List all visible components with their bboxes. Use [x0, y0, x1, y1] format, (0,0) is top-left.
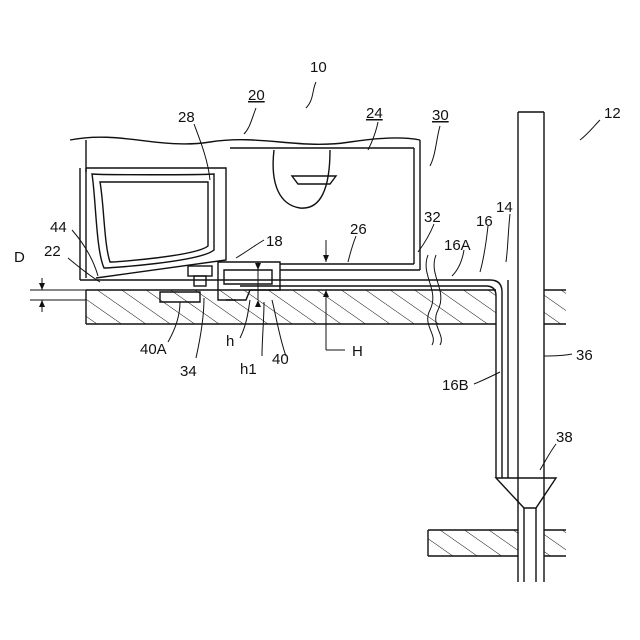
label-38: 38: [556, 429, 573, 446]
label-34: 34: [180, 363, 197, 380]
label-22: 22: [44, 243, 61, 260]
label-36: 36: [576, 347, 593, 364]
label-24: 24: [366, 105, 383, 122]
label-12: 12: [604, 105, 621, 122]
label-big-h: H: [352, 343, 363, 360]
label-14: 14: [496, 199, 513, 216]
label-26: 26: [350, 221, 367, 238]
label-16b: 16B: [442, 377, 469, 394]
lower-floor-slab: [428, 530, 566, 556]
drain-stack: [518, 112, 544, 582]
label-d: D: [14, 249, 25, 266]
label-16: 16: [476, 213, 493, 230]
label-20: 20: [248, 87, 265, 104]
leader-lines: [68, 82, 600, 470]
label-28: 28: [178, 109, 195, 126]
dimension-d: [30, 278, 86, 312]
label-16a: 16A: [444, 237, 471, 254]
label-h: h: [226, 333, 234, 350]
label-32: 32: [424, 209, 441, 226]
label-40: 40: [272, 351, 289, 368]
label-30: 30: [432, 107, 449, 124]
label-40a: 40A: [140, 341, 167, 358]
label-44: 44: [50, 219, 67, 236]
label-18: 18: [266, 233, 283, 250]
label-10: 10: [310, 59, 327, 76]
bathroom-unit: [70, 137, 420, 270]
bathtub: [80, 168, 240, 280]
label-h1: h1: [240, 361, 257, 378]
